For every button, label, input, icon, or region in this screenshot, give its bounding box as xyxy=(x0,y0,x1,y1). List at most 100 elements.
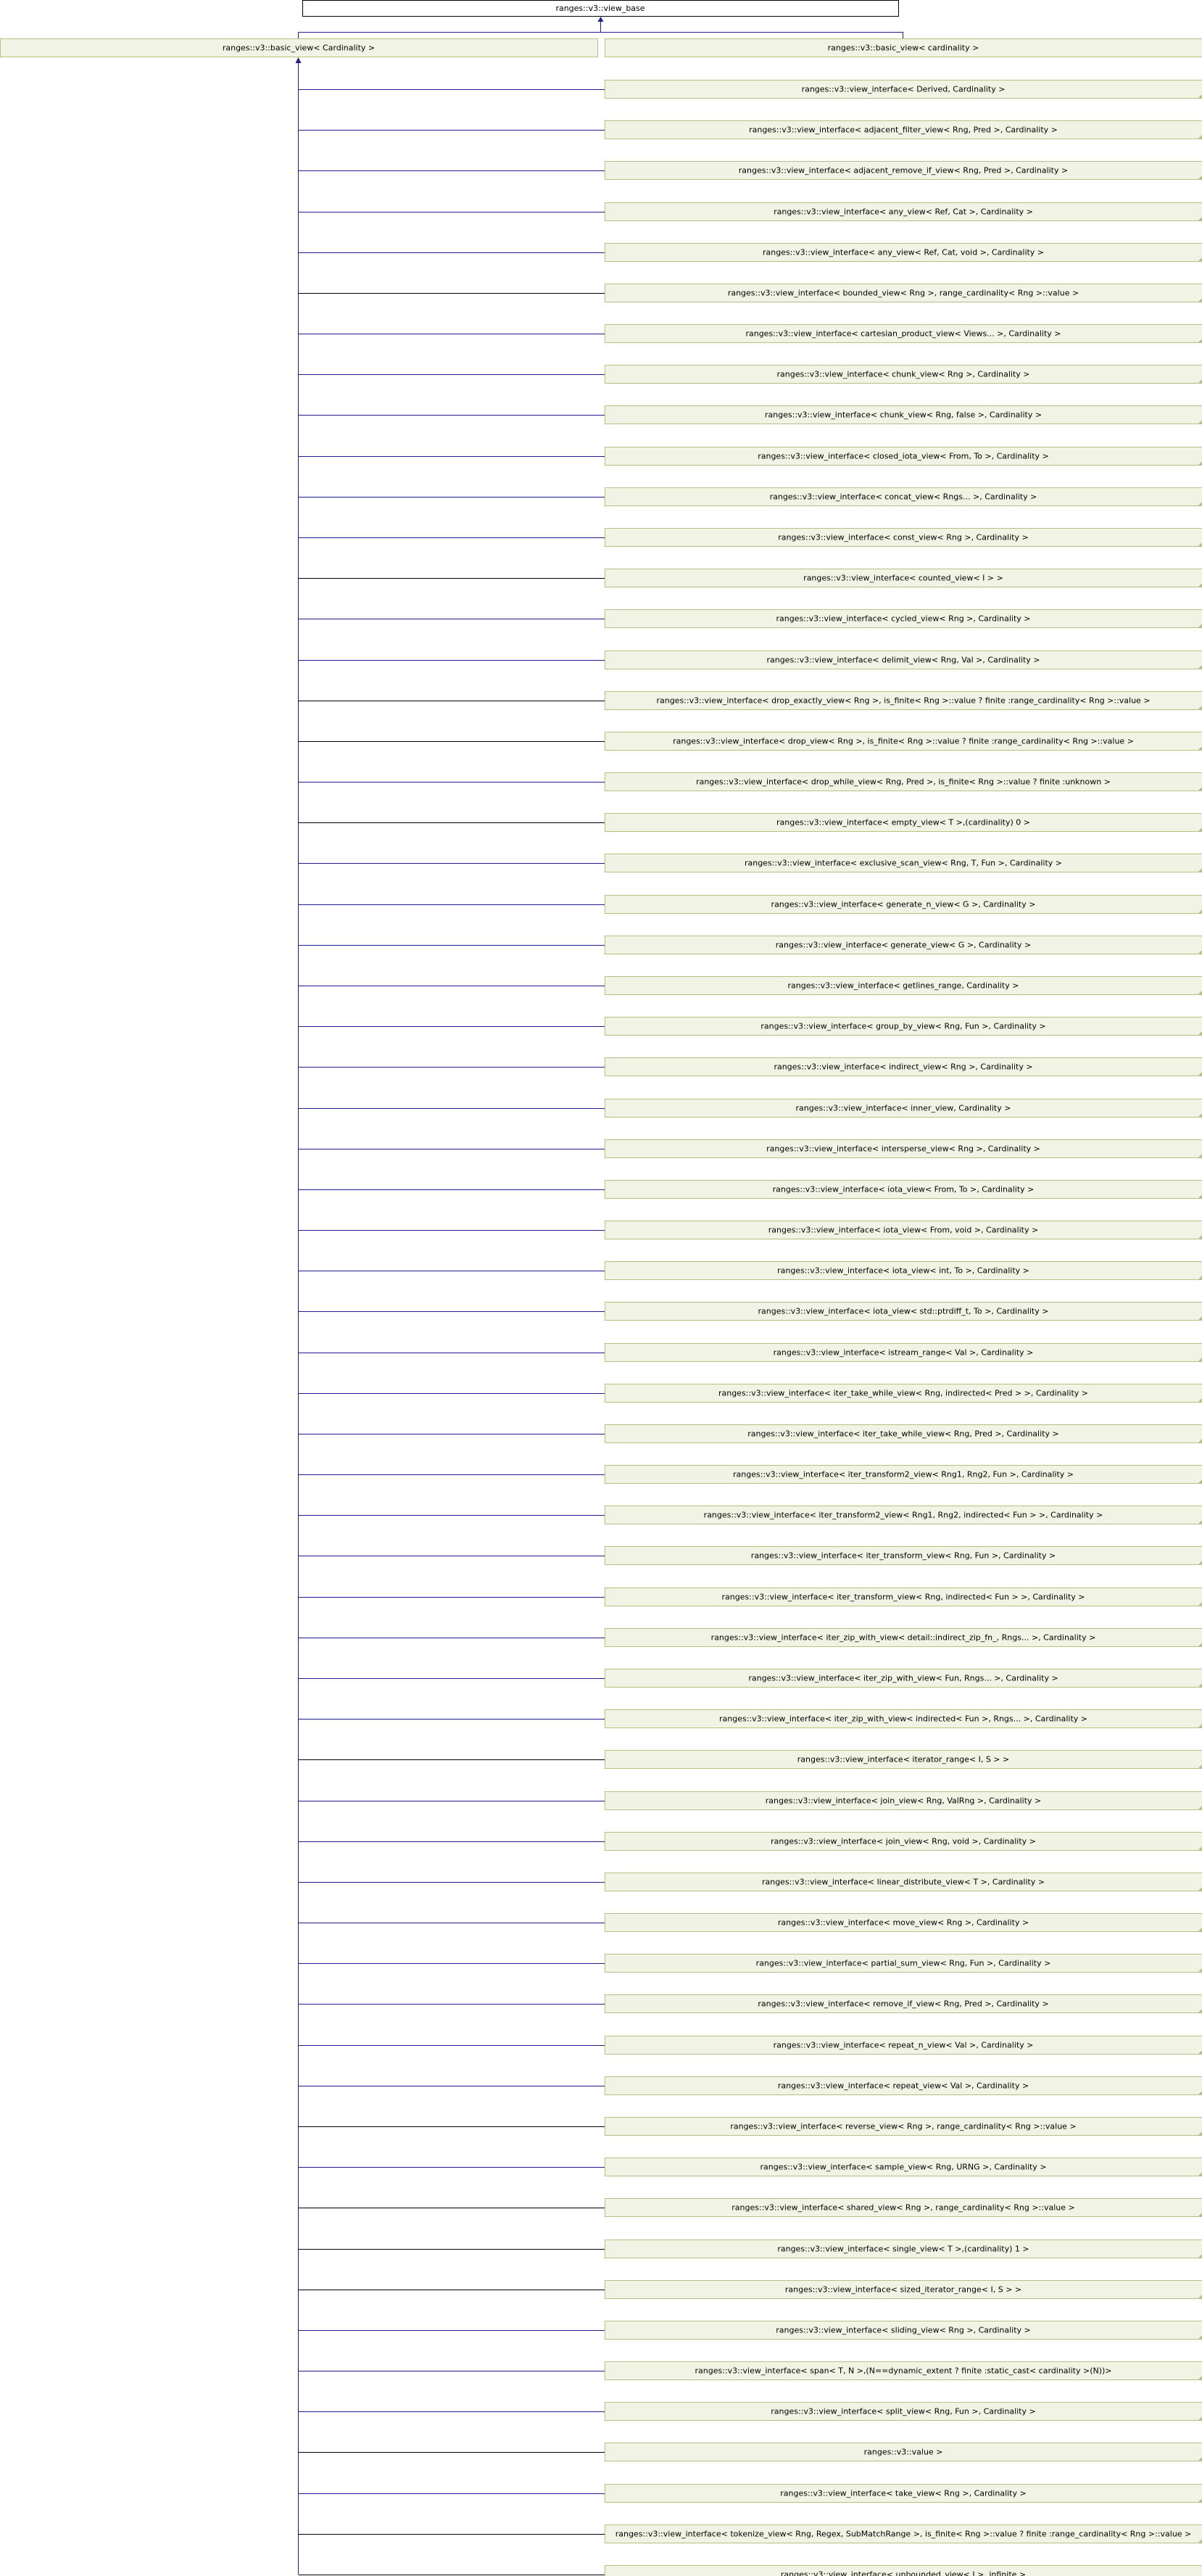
node-empty-view-t-cardinality-0[interactable]: ranges::v3::view_interface< empty_view< … xyxy=(605,813,1202,832)
node-drop-exactly-view-rng-is-finite-rng-value-finite[interactable]: ranges::v3::view_interface< drop_exactly… xyxy=(605,691,1202,710)
node-box xyxy=(605,1099,1202,1118)
node-value[interactable]: ranges::v3::value > xyxy=(605,2443,1202,2461)
node-reverse-view-rng-range-cardinality-rng-value[interactable]: ranges::v3::view_interface< reverse_view… xyxy=(605,2117,1202,2136)
node-label: ranges::v3::view_interface< drop_exactly… xyxy=(656,696,1150,706)
node-adjacent-remove-if-view-rng-pred-cardinality[interactable]: ranges::v3::view_interface< adjacent_rem… xyxy=(605,161,1202,180)
more-corner-icon xyxy=(1198,1235,1202,1239)
node-group-by-view-rng-fun-cardinality[interactable]: ranges::v3::view_interface< group_by_vie… xyxy=(605,1017,1202,1036)
node-tokenize-view-rng-regex-submatchrange-is-finite-[interactable]: ranges::v3::view_interface< tokenize_vie… xyxy=(605,2525,1202,2543)
node-box xyxy=(605,651,1202,669)
node-label: ranges::v3::view_interface< any_view< Re… xyxy=(774,207,1033,217)
node-single-view-t-cardinality-1[interactable]: ranges::v3::view_interface< single_view<… xyxy=(605,2239,1202,2258)
node-label: ranges::v3::view_interface< join_view< R… xyxy=(766,1796,1042,1806)
node-drop-while-view-rng-pred-is-finite-rng-value-fin[interactable]: ranges::v3::view_interface< drop_while_v… xyxy=(605,772,1202,791)
node-label: ranges::v3::view_interface< iota_view< s… xyxy=(758,1307,1049,1316)
more-corner-icon xyxy=(1198,1072,1202,1076)
more-corner-icon xyxy=(1198,502,1202,505)
more-corner-icon xyxy=(1198,2539,1202,2543)
node-cycled-view-rng-cardinality[interactable]: ranges::v3::view_interface< cycled_view<… xyxy=(605,609,1202,628)
node-cartesian-product-view-views-cardinality[interactable]: ranges::v3::view_interface< cartesian_pr… xyxy=(605,324,1202,343)
node-partial-sum-view-rng-fun-cardinality[interactable]: ranges::v3::view_interface< partial_sum_… xyxy=(605,1954,1202,1973)
node-iter-zip-with-view-indirected-fun-rngs-cardinali[interactable]: ranges::v3::view_interface< iter_zip_wit… xyxy=(605,1709,1202,1728)
node-label: ranges::v3::view_interface< partial_sum_… xyxy=(756,1959,1051,1968)
node-exclusive-scan-view-rng-t-fun-cardinality[interactable]: ranges::v3::view_interface< exclusive_sc… xyxy=(605,854,1202,872)
node-iterator-range-i-s[interactable]: ranges::v3::view_interface< iterator_ran… xyxy=(605,1750,1202,1769)
node-sized-iterator-range-i-s[interactable]: ranges::v3::view_interface< sized_iterat… xyxy=(605,2280,1202,2299)
more-corner-icon xyxy=(1198,257,1202,261)
node-bounded-view-rng-range-cardinality-rng-value[interactable]: ranges::v3::view_interface< bounded_view… xyxy=(605,284,1202,302)
node-any-view-ref-cat-cardinality[interactable]: ranges::v3::view_interface< any_view< Re… xyxy=(605,202,1202,221)
node-getlines-range-cardinality[interactable]: ranges::v3::view_interface< getlines_ran… xyxy=(605,976,1202,995)
node-iota-view-std-ptrdiff-t-to-cardinality[interactable]: ranges::v3::view_interface< iota_view< s… xyxy=(605,1302,1202,1321)
node-iota-view-int-to-cardinality[interactable]: ranges::v3::view_interface< iota_view< i… xyxy=(605,1261,1202,1280)
node-adjacent-filter-view-rng-pred-cardinality[interactable]: ranges::v3::view_interface< adjacent_fil… xyxy=(605,120,1202,139)
node-iter-zip-with-view-detail-indirect-zip-fn-rngs-c[interactable]: ranges::v3::view_interface< iter_zip_wit… xyxy=(605,1628,1202,1647)
node-intersperse-view-rng-cardinality[interactable]: ranges::v3::view_interface< intersperse_… xyxy=(605,1139,1202,1158)
node-iter-transform2-view-rng1-rng2-fun-cardinality[interactable]: ranges::v3::view_interface< iter_transfo… xyxy=(605,1465,1202,1484)
more-corner-icon xyxy=(1198,827,1202,831)
node-take-view-rng-cardinality[interactable]: ranges::v3::view_interface< take_view< R… xyxy=(605,2484,1202,2503)
node-iter-transform2-view-rng1-rng2-indirected-fun-ca[interactable]: ranges::v3::view_interface< iter_transfo… xyxy=(605,1506,1202,1524)
more-corner-icon xyxy=(1198,665,1202,669)
node-iter-transform-view-rng-fun-cardinality[interactable]: ranges::v3::view_interface< iter_transfo… xyxy=(605,1546,1202,1565)
node-remove-if-view-rng-pred-cardinality[interactable]: ranges::v3::view_interface< remove_if_vi… xyxy=(605,1994,1202,2013)
node-label: ranges::v3::view_interface< intersperse_… xyxy=(766,1144,1040,1154)
node-derived-cardinality[interactable]: ranges::v3::view_interface< Derived, Car… xyxy=(605,80,1202,99)
node-istream-range-val-cardinality[interactable]: ranges::v3::view_interface< istream_rang… xyxy=(605,1343,1202,1362)
node-chunk-view-rng-false-cardinality[interactable]: ranges::v3::view_interface< chunk_view< … xyxy=(605,405,1202,424)
node-any-view-ref-cat-void-cardinality[interactable]: ranges::v3::view_interface< any_view< Re… xyxy=(605,243,1202,262)
node-concat-view-rngs-cardinality[interactable]: ranges::v3::view_interface< concat_view<… xyxy=(605,487,1202,506)
node-box xyxy=(0,38,598,57)
node-box xyxy=(605,2280,1202,2299)
node-box xyxy=(605,1791,1202,1810)
node-iota-view-from-void-cardinality[interactable]: ranges::v3::view_interface< iota_view< F… xyxy=(605,1221,1202,1239)
node-move-view-rng-cardinality[interactable]: ranges::v3::view_interface< move_view< R… xyxy=(605,1913,1202,1932)
node-repeat-view-val-cardinality[interactable]: ranges::v3::view_interface< repeat_view<… xyxy=(605,2076,1202,2095)
node-linear-distribute-view-t-cardinality[interactable]: ranges::v3::view_interface< linear_distr… xyxy=(605,1873,1202,1891)
more-corner-icon xyxy=(1198,1561,1202,1564)
node-iter-take-while-view-rng-pred-cardinality[interactable]: ranges::v3::view_interface< iter_take_wh… xyxy=(605,1424,1202,1443)
node-iter-take-while-view-rng-indirected-pred-cardina[interactable]: ranges::v3::view_interface< iter_take_wh… xyxy=(605,1384,1202,1403)
node-drop-view-rng-is-finite-rng-value-finite-range-c[interactable]: ranges::v3::view_interface< drop_view< R… xyxy=(605,732,1202,751)
node-span-t-n-n-dynamic-extent-finite-static-cast-car[interactable]: ranges::v3::view_interface< span< T, N >… xyxy=(605,2361,1202,2380)
node-split-view-rng-fun-cardinality[interactable]: ranges::v3::view_interface< split_view< … xyxy=(605,2402,1202,2421)
node-delimit-view-rng-val-cardinality[interactable]: ranges::v3::view_interface< delimit_view… xyxy=(605,651,1202,669)
node-label: ranges::v3::view_interface< reverse_view… xyxy=(730,2122,1076,2131)
node-basic-view-cardinality-lower[interactable]: ranges::v3::basic_view< cardinality > xyxy=(605,38,1202,57)
node-iota-view-from-to-cardinality[interactable]: ranges::v3::view_interface< iota_view< F… xyxy=(605,1180,1202,1199)
node-label: ranges::v3::view_interface< indirect_vie… xyxy=(774,1062,1032,1072)
node-const-view-rng-cardinality[interactable]: ranges::v3::view_interface< const_view< … xyxy=(605,528,1202,547)
node-iter-zip-with-view-fun-rngs-cardinality[interactable]: ranges::v3::view_interface< iter_zip_wit… xyxy=(605,1669,1202,1688)
node-label: ranges::v3::view_interface< iota_view< i… xyxy=(777,1266,1029,1276)
node-closed-iota-view-from-to-cardinality[interactable]: ranges::v3::view_interface< closed_iota_… xyxy=(605,447,1202,466)
node-shared-view-rng-range-cardinality-rng-value[interactable]: ranges::v3::view_interface< shared_view<… xyxy=(605,2198,1202,2217)
node-repeat-n-view-val-cardinality[interactable]: ranges::v3::view_interface< repeat_n_vie… xyxy=(605,2036,1202,2055)
more-corner-icon xyxy=(1198,1846,1202,1850)
node-unbounded-view-i-infinite[interactable]: ranges::v3::view_interface< unbounded_vi… xyxy=(605,2565,1202,2576)
node-generate-n-view-g-cardinality[interactable]: ranges::v3::view_interface< generate_n_v… xyxy=(605,895,1202,914)
node-box xyxy=(605,1017,1202,1036)
more-corner-icon xyxy=(1198,991,1202,994)
node-box xyxy=(605,324,1202,343)
node-counted-view-i[interactable]: ranges::v3::view_interface< counted_view… xyxy=(605,569,1202,587)
node-box xyxy=(605,569,1202,587)
node-label: ranges::v3::view_interface< empty_view< … xyxy=(776,818,1030,827)
node-sample-view-rng-urng-cardinality[interactable]: ranges::v3::view_interface< sample_view<… xyxy=(605,2158,1202,2176)
node-chunk-view-rng-cardinality[interactable]: ranges::v3::view_interface< chunk_view< … xyxy=(605,365,1202,384)
more-corner-icon xyxy=(1198,298,1202,302)
node-iter-transform-view-rng-indirected-fun-cardinali[interactable]: ranges::v3::view_interface< iter_transfo… xyxy=(605,1588,1202,1606)
node-view-base[interactable]: ranges::v3::view_base xyxy=(302,0,899,17)
node-sliding-view-rng-cardinality[interactable]: ranges::v3::view_interface< sliding_view… xyxy=(605,2321,1202,2340)
node-label: ranges::v3::view_interface< sample_view<… xyxy=(760,2163,1046,2172)
node-box xyxy=(605,1669,1202,1688)
node-label: ranges::v3::view_interface< const_view< … xyxy=(778,533,1028,542)
node-join-view-rng-void-cardinality[interactable]: ranges::v3::view_interface< join_view< R… xyxy=(605,1832,1202,1851)
more-corner-icon xyxy=(1198,1439,1202,1442)
node-generate-view-g-cardinality[interactable]: ranges::v3::view_interface< generate_vie… xyxy=(605,936,1202,954)
node-indirect-view-rng-cardinality[interactable]: ranges::v3::view_interface< indirect_vie… xyxy=(605,1057,1202,1076)
node-inner-view-cardinality[interactable]: ranges::v3::view_interface< inner_view, … xyxy=(605,1099,1202,1118)
more-corner-icon xyxy=(1198,2050,1202,2054)
node-basic-view-cardinality[interactable]: ranges::v3::basic_view< Cardinality > xyxy=(0,38,598,57)
node-join-view-rng-valrng-cardinality[interactable]: ranges::v3::view_interface< join_view< R… xyxy=(605,1791,1202,1810)
